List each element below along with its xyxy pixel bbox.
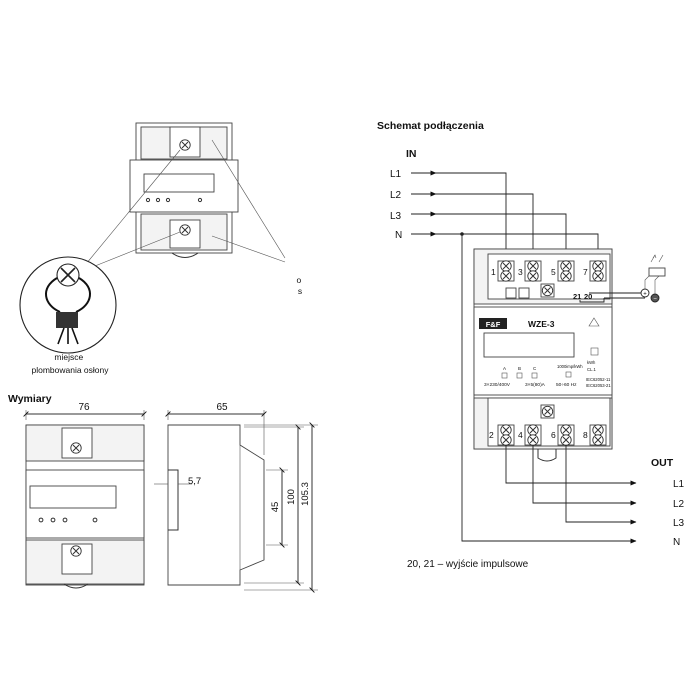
bottom-cover-screw-icon <box>179 224 191 236</box>
in-label: IN <box>406 148 417 160</box>
svg-text:A: A <box>503 366 506 371</box>
out-label: OUT <box>651 457 674 469</box>
svg-text:kWh: kWh <box>587 360 596 365</box>
pulse-terminal-label: 20 <box>584 292 592 301</box>
out-line-label: L1 <box>673 479 685 490</box>
terminal-label: 3 <box>518 267 523 277</box>
input-lines: L1 L2 L3 N <box>390 169 437 241</box>
dimension-side-view: 65 5,7 45 100 105.3 <box>154 402 318 593</box>
seal-place-label: miejsce plombowania osłony <box>31 352 109 375</box>
out-line-label: L2 <box>673 499 685 510</box>
dim-width-label: 76 <box>78 402 90 413</box>
out-line-label: N <box>673 537 680 548</box>
svg-text:3×5(80)A: 3×5(80)A <box>525 382 546 388</box>
dim-100-label: 100 <box>286 489 297 505</box>
dim-45-label: 45 <box>270 502 281 513</box>
model-label: WZE-3 <box>528 319 555 329</box>
in-line-label: N <box>395 230 402 241</box>
schema-title: Schemat podłączenia <box>377 120 484 132</box>
svg-text:B: B <box>518 366 521 371</box>
dimensions-title: Wymiary <box>8 393 52 405</box>
terminal-label: 6 <box>551 430 556 440</box>
dim-step-label: 5,7 <box>188 476 201 487</box>
terminal-label: 7 <box>583 267 588 277</box>
meter-body: 1 3 5 7 21 20 F&F WZE-3 A B C 1000imp/kW… <box>473 248 613 462</box>
pulse-terminal-label: 21 <box>573 292 581 301</box>
in-line-label: L3 <box>390 211 402 222</box>
svg-text:50÷60 Hz: 50÷60 Hz <box>556 382 577 388</box>
svg-text:CL.1: CL.1 <box>587 367 597 372</box>
terminal-label: 1 <box>491 267 496 277</box>
svg-text:IEC62052-11: IEC62052-11 <box>586 377 611 382</box>
input-wires <box>436 172 637 544</box>
in-line-label: L2 <box>390 190 402 201</box>
svg-text:C: C <box>533 366 537 371</box>
svg-text:1000imp/kWh: 1000imp/kWh <box>557 364 583 369</box>
svg-text:3×230/400V: 3×230/400V <box>484 382 511 388</box>
dimension-front-view: 76 <box>23 402 147 589</box>
covers-label: o s <box>296 275 303 296</box>
svg-text:+: + <box>643 292 647 298</box>
svg-text:−: − <box>653 297 657 303</box>
terminal-label: 2 <box>489 430 494 440</box>
output-wires <box>505 445 637 525</box>
out-line-label: L3 <box>673 518 685 529</box>
in-line-label: L1 <box>390 169 402 180</box>
pulse-output: + − <box>579 254 666 303</box>
top-cover-screw-icon <box>179 139 191 151</box>
dim-105-label: 105.3 <box>300 482 311 506</box>
brand-logo: F&F <box>486 320 501 329</box>
terminal-label: 5 <box>551 267 556 277</box>
front-view-top <box>85 122 286 267</box>
dim-depth-label: 65 <box>216 402 228 413</box>
svg-text:IEC62053-21: IEC62053-21 <box>586 383 611 388</box>
pulse-note: 20, 21 – wyjście impulsowe <box>407 559 529 570</box>
seal-detail <box>19 256 117 354</box>
terminal-label: 4 <box>518 430 523 440</box>
terminal-label: 8 <box>583 430 588 440</box>
